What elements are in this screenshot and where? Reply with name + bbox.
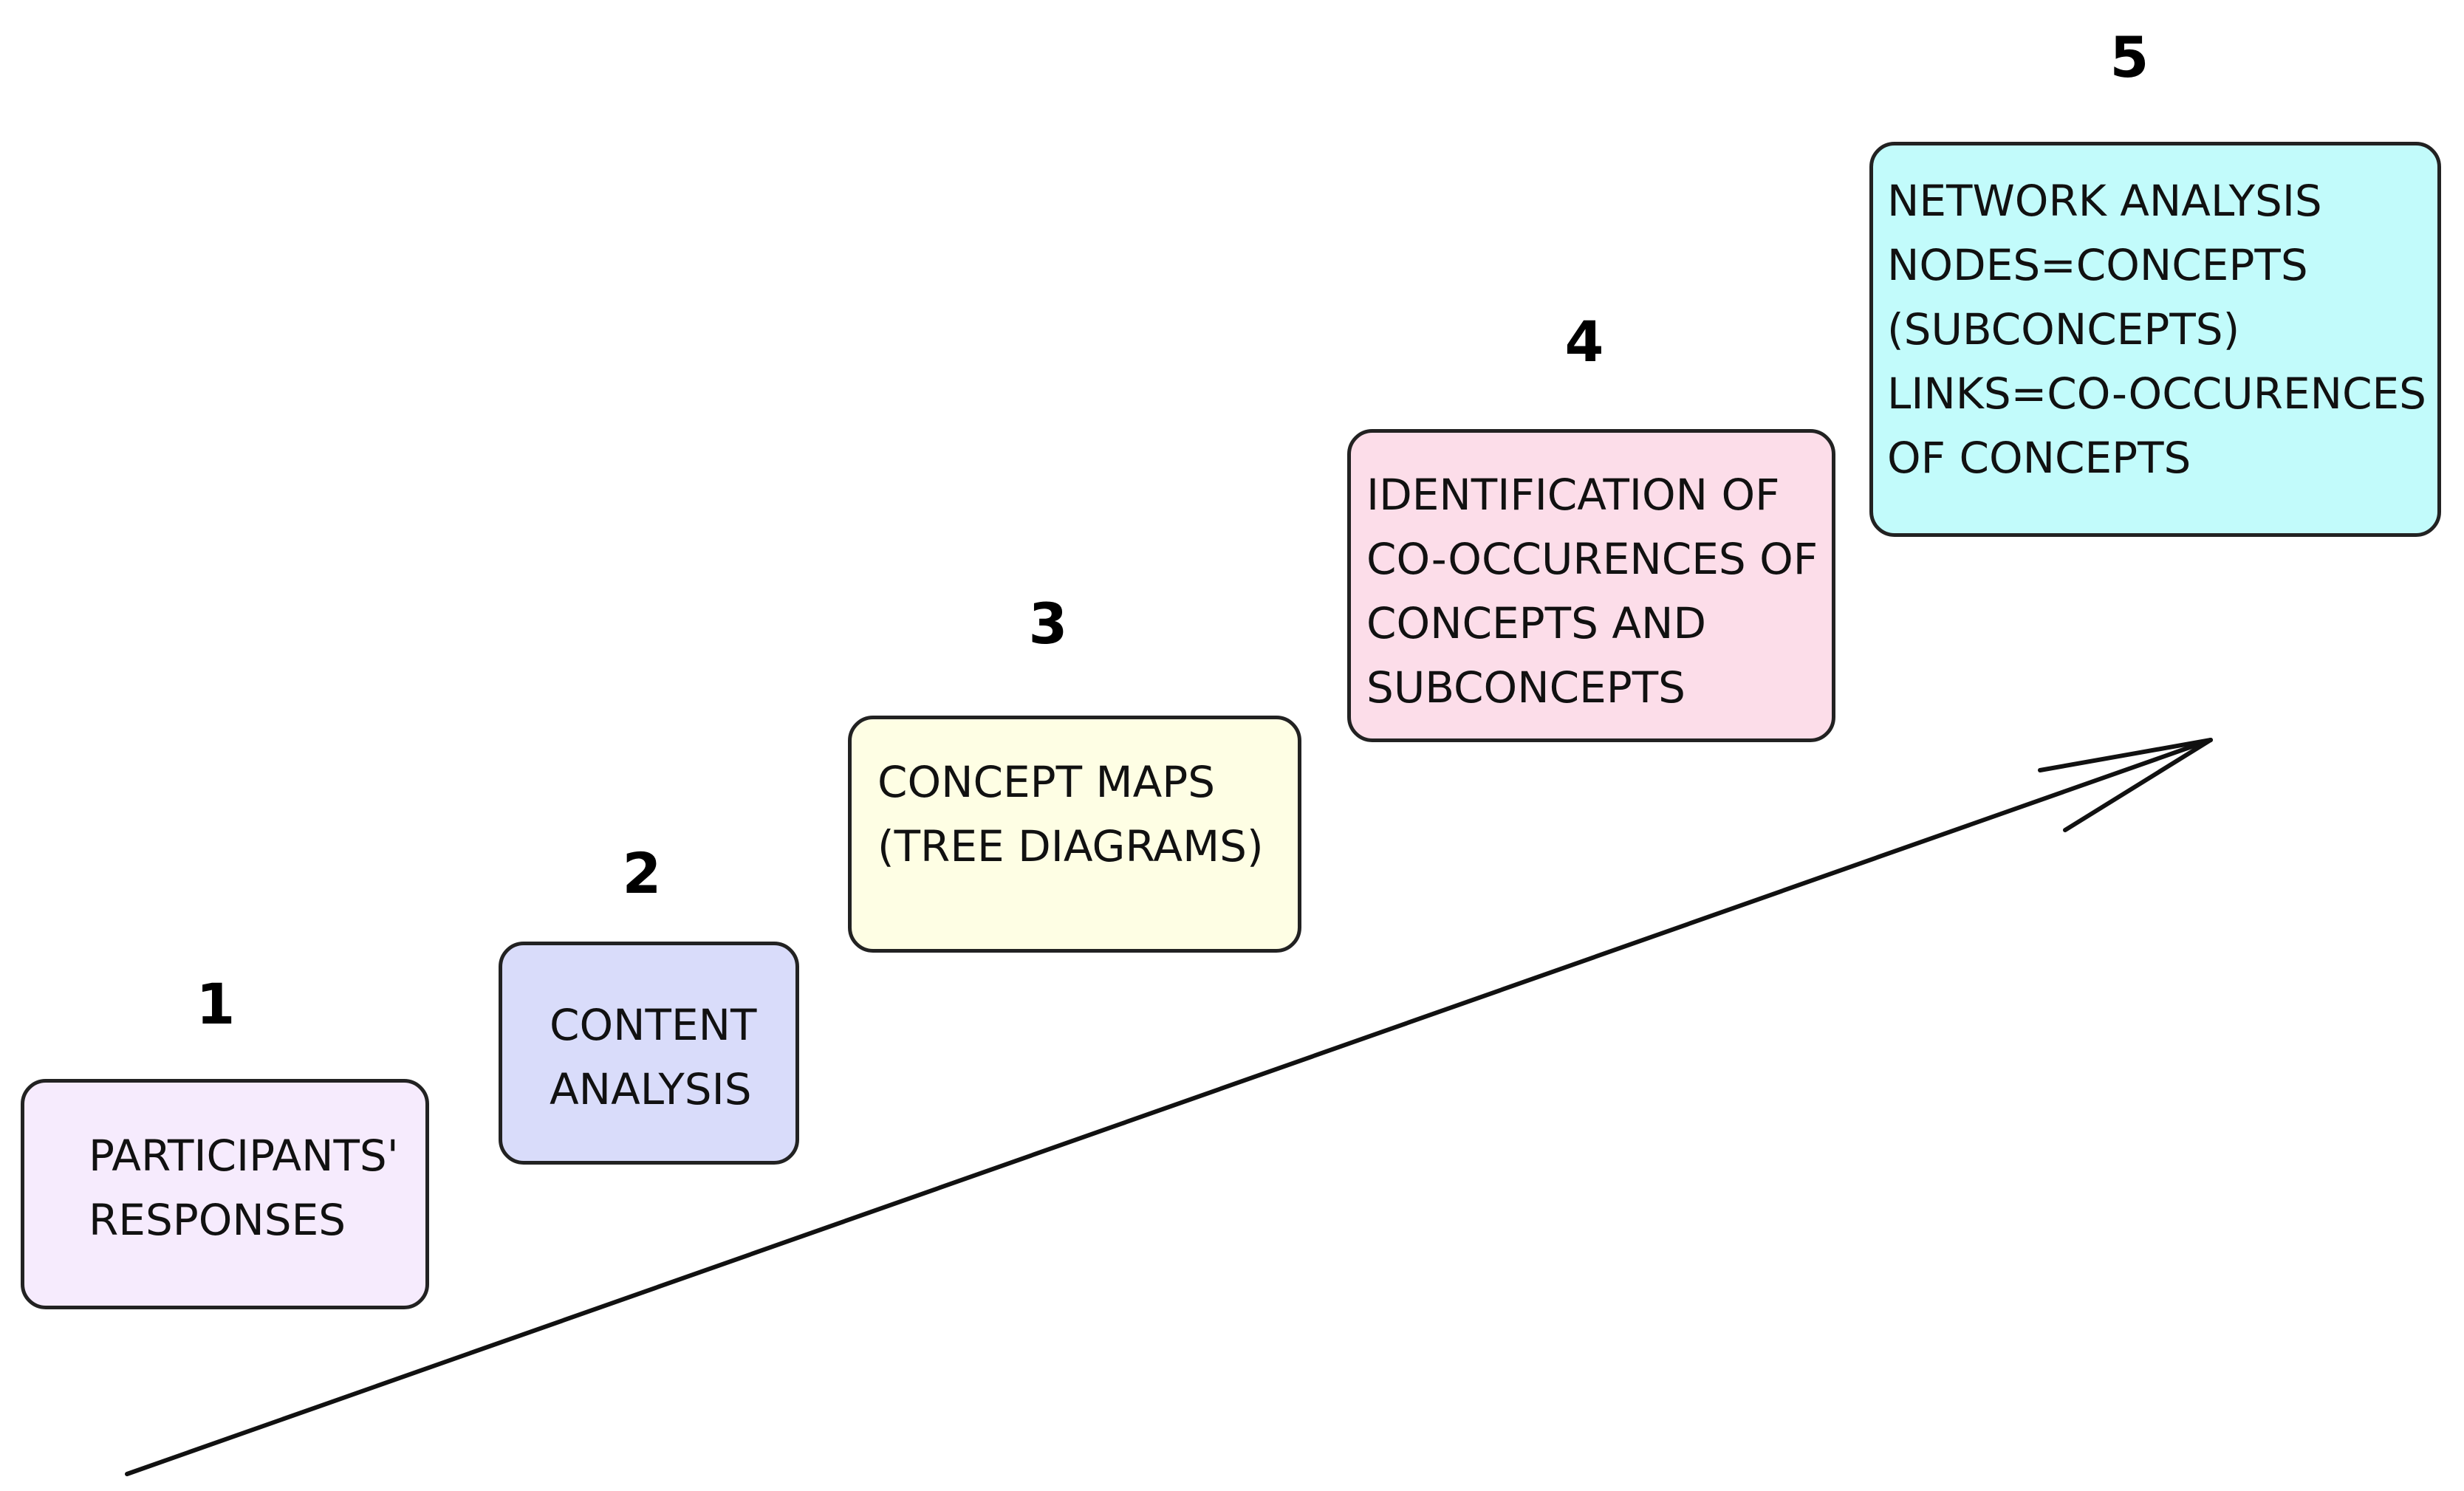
step-5-line: NODES=CONCEPTS bbox=[1887, 240, 2308, 290]
step-number-2: 2 bbox=[622, 840, 662, 906]
step-3-line: CONCEPT MAPS bbox=[877, 757, 1216, 807]
step-2-line: CONTENT bbox=[550, 1000, 757, 1050]
step-3-line: (TREE DIAGRAMS) bbox=[877, 821, 1264, 871]
step-4-line: IDENTIFICATION OF bbox=[1366, 470, 1780, 520]
step-1-line: RESPONSES bbox=[89, 1195, 346, 1245]
step-box-network-analysis bbox=[1869, 142, 2441, 537]
arrow-head-lower bbox=[2063, 738, 2213, 832]
step-box-content-analysis bbox=[499, 942, 799, 1165]
step-5-line: LINKS=CO-OCCURENCES bbox=[1887, 369, 2426, 419]
step-4-line: CO-OCCURENCES OF bbox=[1366, 534, 1818, 584]
step-2-line: ANALYSIS bbox=[550, 1064, 752, 1114]
step-text-concept-maps: CONCEPT MAPS (TREE DIAGRAMS) bbox=[877, 750, 1264, 879]
step-number-5: 5 bbox=[2109, 24, 2149, 90]
step-4-line: CONCEPTS AND bbox=[1366, 598, 1707, 648]
arrow-shaft bbox=[125, 738, 2213, 1476]
step-box-concept-maps bbox=[848, 716, 1301, 953]
step-1-line: PARTICIPANTS' bbox=[89, 1131, 399, 1181]
step-text-participants-responses: PARTICIPANTS' RESPONSES bbox=[89, 1124, 399, 1252]
step-4-line: SUBCONCEPTS bbox=[1366, 662, 1686, 713]
step-number-3: 3 bbox=[1028, 591, 1068, 657]
step-text-content-analysis: CONTENT ANALYSIS bbox=[550, 993, 756, 1122]
arrow-head-upper bbox=[2038, 738, 2213, 772]
step-5-line: NETWORK ANALYSIS bbox=[1887, 176, 2322, 226]
step-5-line: (SUBCONCEPTS) bbox=[1887, 304, 2240, 354]
step-box-identification-of-co-occurences bbox=[1347, 429, 1835, 742]
step-text-identification-of-co-occurences: IDENTIFICATION OF CO-OCCURENCES OF CONCE… bbox=[1366, 463, 1818, 720]
step-number-4: 4 bbox=[1564, 309, 1604, 374]
step-5-line: OF CONCEPTS bbox=[1887, 433, 2191, 483]
step-number-1: 1 bbox=[196, 971, 236, 1037]
step-box-participants-responses bbox=[21, 1079, 429, 1309]
arrow-up-right-icon bbox=[125, 738, 2213, 1476]
step-text-network-analysis: NETWORK ANALYSIS NODES=CONCEPTS (SUBCONC… bbox=[1887, 169, 2426, 490]
